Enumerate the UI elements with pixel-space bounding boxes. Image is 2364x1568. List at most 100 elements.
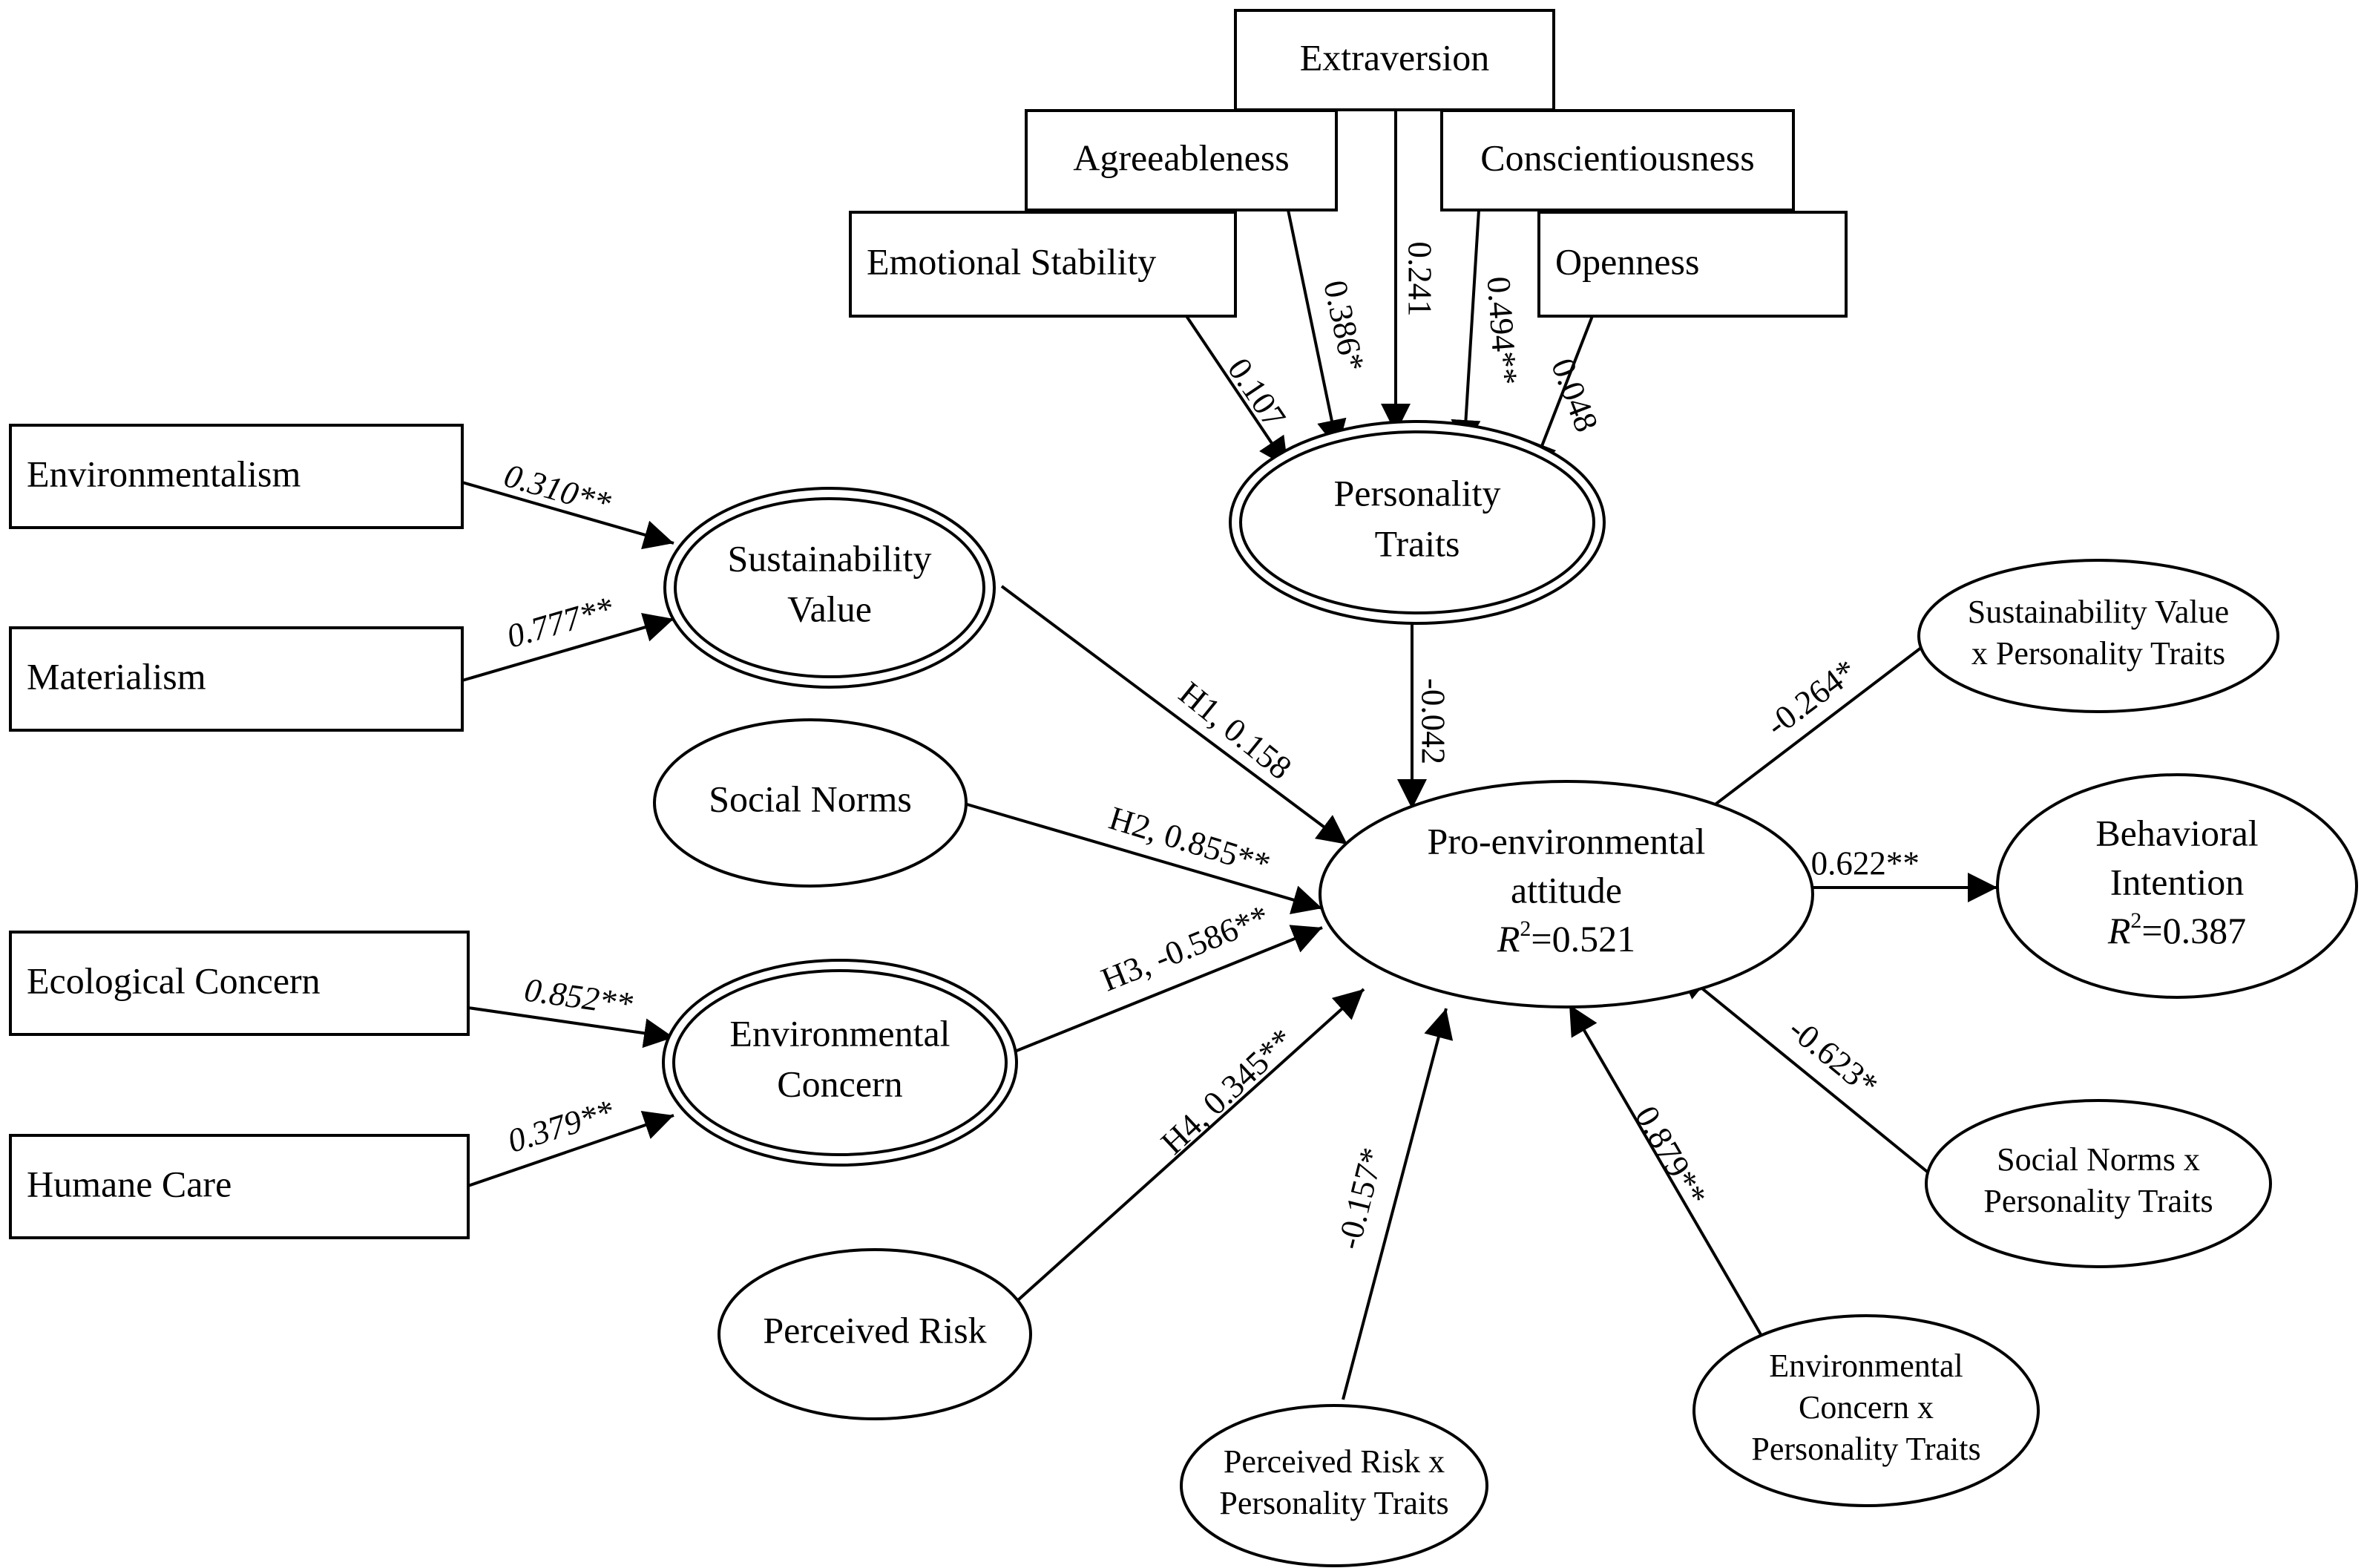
edge-environmentalism-to-sustainability-value-label: 0.310** (500, 456, 615, 522)
edge-humane-care-to-environmental-concern-line (467, 1111, 674, 1187)
environmental-concern-x-personality-traits-ellipse-line-3: Personality Traits (1751, 1431, 1980, 1467)
social-norms-x-personality-traits-ellipse-outer (1925, 1099, 2272, 1268)
conscientiousness-box-shape (1440, 109, 1795, 211)
materialism-box: Materialism (9, 626, 464, 732)
edge-sustainability-value-x-personality-traits-to-pro-environmental-attitude-line (1681, 637, 1935, 831)
edge-agreeableness-to-personality-traits-label: 0.386* (1316, 277, 1372, 374)
perceived-risk-ellipse-label: Perceived Risk (763, 1309, 986, 1351)
environmental-concern-x-personality-traits-ellipse-line-2: Concern x (1799, 1389, 1934, 1426)
perceived-risk-ellipse: Perceived Risk (718, 1248, 1032, 1420)
edge-perceived-risk-x-personality-traits-to-pro-environmental-attitude-line (1342, 1008, 1454, 1400)
environmental-concern-ellipse-inner (672, 969, 1008, 1156)
environmental-concern-ellipse-line-1: Environmental (729, 1012, 950, 1054)
edge-environmental-concern-x-personality-traits-to-pro-environmental-attitude (1568, 1003, 1763, 1337)
edge-agreeableness-to-personality-traits (1287, 209, 1347, 450)
environmentalism-box: Environmentalism (9, 424, 464, 529)
emotional-stability-box: Emotional Stability (849, 211, 1237, 318)
sustainability-value-ellipse-line-1: Sustainability (728, 537, 932, 579)
edge-ecological-concern-to-environmental-concern-line (467, 1006, 674, 1049)
edge-materialism-to-sustainability-value-line (462, 612, 674, 682)
edge-humane-care-to-environmental-concern (467, 1111, 674, 1187)
behavioral-intention-ellipse-r2: R2=0.387 (2107, 908, 2246, 951)
edge-perceived-risk-to-pro-environmental-attitude (1017, 988, 1365, 1302)
environmental-concern-x-personality-traits-ellipse-outer (1692, 1314, 2040, 1507)
emotional-stability-box-shape (849, 211, 1237, 318)
environmental-concern-ellipse-line-2: Concern (777, 1063, 902, 1104)
edge-sustainability-value-to-pro-environmental-attitude (1000, 585, 1349, 846)
perceived-risk-x-personality-traits-ellipse-line-2: Personality Traits (1219, 1485, 1448, 1521)
edge-sustainability-value-to-pro-environmental-attitude-line (1000, 585, 1349, 846)
conscientiousness-box-label: Conscientiousness (1480, 137, 1754, 178)
behavioral-intention-ellipse-line-1: Behavioral (2095, 812, 2258, 853)
perceived-risk-x-personality-traits-ellipse-outer (1180, 1404, 1488, 1567)
edge-materialism-to-sustainability-value (462, 612, 674, 682)
sustainability-value-x-personality-traits-ellipse-outer (1917, 559, 2279, 713)
edge-personality-traits-to-pro-environmental-attitude-label: -0.042 (1415, 678, 1452, 764)
environmentalism-box-label: Environmentalism (27, 453, 301, 494)
edge-social-norms-to-pro-environmental-attitude (964, 802, 1323, 914)
perceived-risk-x-personality-traits-ellipse-line-1: Perceived Risk x (1224, 1443, 1445, 1480)
social-norms-x-personality-traits-ellipse-line-1: Social Norms x (1997, 1141, 2200, 1178)
pro-environmental-attitude-ellipse-r2-value: =0.521 (1531, 918, 1635, 960)
sustainability-value-x-personality-traits-ellipse-line-2: x Personality Traits (1971, 635, 2225, 672)
materialism-box-label: Materialism (27, 655, 206, 697)
behavioral-intention-ellipse-r2-exponent: 2 (2130, 908, 2141, 933)
edge-sustainability-value-to-pro-environmental-attitude-label: H1, 0.158 (1172, 675, 1298, 787)
openness-box-label: Openness (1555, 240, 1699, 282)
social-norms-x-personality-traits-ellipse-line-2: Personality Traits (1983, 1183, 2213, 1219)
social-norms-ellipse-label: Social Norms (709, 778, 912, 819)
pro-environmental-attitude-ellipse-line-2: attitude (1511, 869, 1622, 911)
pro-environmental-attitude-ellipse-r2-prefix: R (1497, 918, 1520, 960)
edge-agreeableness-to-personality-traits-line (1287, 209, 1347, 450)
behavioral-intention-ellipse-outer (1996, 773, 2358, 999)
pro-environmental-attitude-ellipse-r2: R2=0.521 (1497, 916, 1635, 960)
edge-conscientiousness-to-personality-traits-line (1451, 209, 1481, 450)
social-norms-ellipse-outer (653, 718, 968, 888)
agreeableness-box-shape (1025, 109, 1338, 211)
edge-conscientiousness-to-personality-traits-label: 0.494** (1480, 275, 1525, 386)
social-norms-ellipse: Social Norms (653, 718, 968, 888)
edge-ecological-concern-to-environmental-concern-label: 0.852** (522, 971, 635, 1023)
edge-environmentalism-to-sustainability-value-line (462, 481, 674, 550)
openness-box: Openness (1537, 211, 1848, 318)
social-norms-x-personality-traits-ellipse: Social Norms x Personality Traits (1925, 1099, 2272, 1268)
edge-perceived-risk-to-pro-environmental-attitude-line (1017, 988, 1365, 1302)
edge-social-norms-x-personality-traits-to-pro-environmental-attitude-label: -0.623* (1782, 1010, 1885, 1103)
sustainability-value-ellipse-line-2: Value (787, 588, 872, 629)
edge-environmental-concern-x-personality-traits-to-pro-environmental-attitude-label: 0.879** (1628, 1100, 1714, 1213)
edge-perceived-risk-x-personality-traits-to-pro-environmental-attitude-label: -0.157* (1330, 1144, 1391, 1253)
pro-environmental-attitude-ellipse-r2-exponent: 2 (1520, 916, 1531, 941)
perceived-risk-ellipse-outer (718, 1248, 1032, 1420)
ecological-concern-box: Ecological Concern (9, 931, 470, 1036)
agreeableness-box-label: Agreeableness (1073, 137, 1290, 178)
edge-social-norms-to-pro-environmental-attitude-line (964, 802, 1323, 914)
edge-emotional-stability-to-personality-traits-line (1185, 315, 1290, 469)
perceived-risk-x-personality-traits-ellipse: Perceived Risk x Personality Traits (1180, 1404, 1488, 1567)
materialism-box-shape (9, 626, 464, 732)
edge-openness-to-personality-traits-label: 0.048 (1544, 353, 1606, 436)
edge-emotional-stability-to-personality-traits-label: 0.107 (1221, 351, 1293, 434)
environmentalism-box-shape (9, 424, 464, 529)
edge-perceived-risk-x-personality-traits-to-pro-environmental-attitude (1342, 1008, 1454, 1400)
openness-box-shape (1537, 211, 1848, 318)
edge-environmental-concern-to-pro-environmental-attitude (1016, 925, 1323, 1052)
extraversion-box-shape (1234, 9, 1555, 111)
edge-extraversion-to-personality-traits-label: 0.241 (1402, 241, 1439, 316)
behavioral-intention-ellipse-line-2: Intention (2110, 861, 2245, 902)
edge-ecological-concern-to-environmental-concern (467, 1006, 674, 1049)
edge-sustainability-value-x-personality-traits-to-pro-environmental-attitude (1681, 637, 1935, 831)
edge-materialism-to-sustainability-value-label: 0.777** (503, 589, 618, 655)
extraversion-box-label: Extraversion (1300, 36, 1489, 78)
sustainability-value-ellipse-inner (674, 497, 985, 678)
edge-perceived-risk-to-pro-environmental-attitude-label: H4, 0.345** (1154, 1021, 1301, 1161)
edge-emotional-stability-to-personality-traits (1185, 315, 1290, 469)
emotional-stability-box-label: Emotional Stability (867, 240, 1156, 282)
personality-traits-ellipse-line-2: Traits (1375, 522, 1460, 564)
